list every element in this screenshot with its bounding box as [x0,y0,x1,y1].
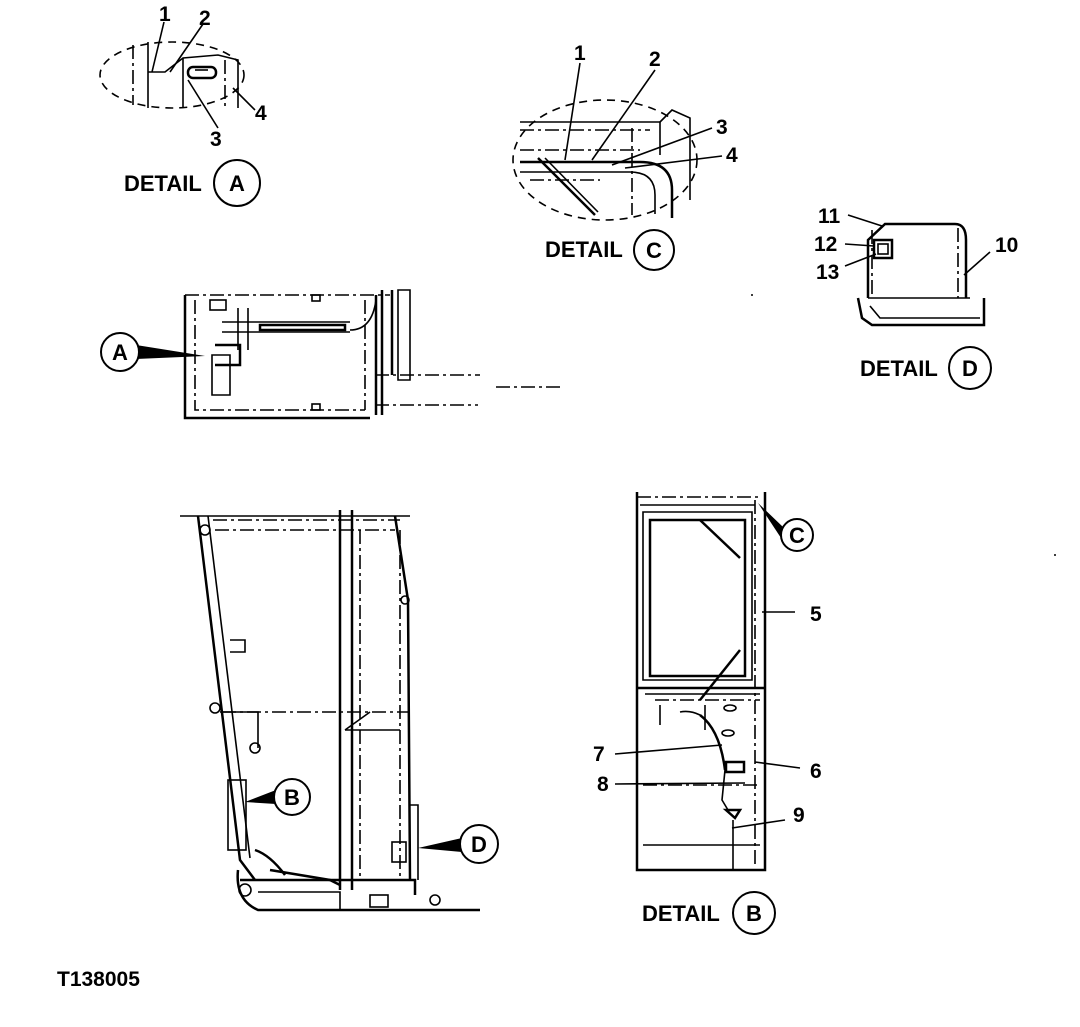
figure-code: T138005 [57,968,140,991]
detail-a-pointer [136,345,205,359]
detail-c-callout-2: 2 [649,48,661,71]
detail-d-callout-11: 11 [818,205,841,228]
detail-a-callout-2: 2 [199,7,211,30]
ref-bubble-b [273,778,311,816]
detail-b-view [614,492,801,872]
detail-d-pointer [418,838,462,852]
detail-d-callout-10: 10 [995,234,1018,257]
detail-c-callout-1: 1 [574,42,586,65]
detail-a-callout-4: 4 [255,102,267,125]
ref-bubble-a-letter: A [112,340,128,365]
detail-b-callout-5: 5 [810,603,822,626]
detail-b-letter-circle [732,891,776,935]
detail-b-callout-9: 9 [793,804,805,827]
cab-side-view [180,510,480,912]
detail-c-pointer [758,503,783,541]
detail-a-callout-3: 3 [210,128,222,151]
detail-b-callout-8: 8 [597,773,609,796]
detail-a-title: DETAIL [124,171,202,196]
speck-mark [1054,554,1056,556]
detail-b-title: DETAIL [642,901,720,926]
ref-bubble-b-letter: B [284,785,300,810]
detail-d-callout-12: 12 [814,233,837,256]
detail-d-letter-circle [948,346,992,390]
detail-a-view [99,21,256,129]
detail-d-title: DETAIL [860,356,938,381]
detail-c-callout-4: 4 [726,144,738,167]
ref-bubble-c [780,518,814,552]
detail-d-letter: D [962,356,978,381]
ref-bubble-d [459,824,499,864]
cab-top-view [183,289,560,420]
detail-a-callout-1: 1 [159,3,171,26]
detail-a-letter-circle [213,159,261,207]
detail-b-pointer [245,790,276,804]
detail-c-callout-3: 3 [716,116,728,139]
detail-a-letter: A [229,171,245,196]
ref-bubble-d-letter: D [471,832,487,857]
detail-c-letter: C [646,238,662,263]
detail-d-callout-13: 13 [816,261,839,284]
detail-b-callout-6: 6 [810,760,822,783]
ref-bubble-c-letter: C [789,523,805,548]
detail-c-letter-circle [633,229,675,271]
speck-mark [751,294,753,296]
detail-d-view [844,214,991,327]
ref-bubble-a [100,332,140,372]
detail-b-callout-7: 7 [593,743,605,766]
detail-c-title: DETAIL [545,237,623,262]
detail-c-view [512,62,723,221]
detail-b-letter: B [746,901,762,926]
